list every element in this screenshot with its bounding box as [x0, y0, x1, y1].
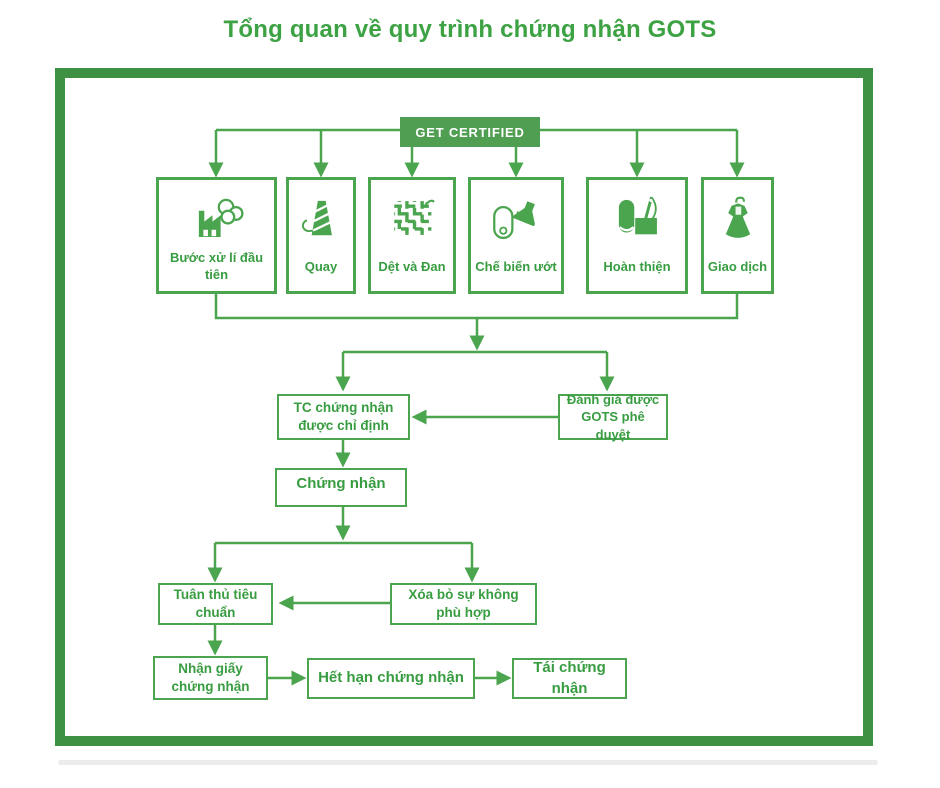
stage-label: Giao dịch — [707, 258, 768, 274]
woven-fabric-icon — [385, 192, 439, 249]
factory-cotton-icon — [188, 192, 246, 249]
node-certificate-expiry: Hết hạn chứng nhận — [307, 658, 475, 699]
stage-label: Hoàn thiện — [603, 258, 671, 274]
node-gots-approved-assessment: Đánh giá được GOTS phê duyệt — [558, 392, 668, 442]
node-recertification: Tái chứng nhận — [512, 658, 627, 699]
yarn-cone-icon — [296, 192, 346, 249]
stage-label: Dệt và Đan — [378, 258, 446, 274]
wet-processing-icon — [487, 192, 545, 249]
garment-hanger-icon — [712, 192, 764, 249]
node-standard-compliance: Tuân thủ tiêu chuẩn — [158, 583, 273, 625]
stage-weaving-knitting: Dệt và Đan — [368, 177, 456, 294]
node-certification: Chứng nhận — [275, 468, 407, 507]
stage-label: Quay — [304, 258, 338, 274]
get-certified-badge: GET CERTIFIED — [400, 117, 540, 147]
finishing-needle-icon — [608, 192, 666, 249]
diagram-frame — [55, 68, 873, 746]
stage-finishing: Hoàn thiện — [586, 177, 688, 294]
node-remove-nonconformity: Xóa bỏ sự không phù hợp — [390, 583, 537, 625]
node-certifier-appointed: TC chứng nhận được chỉ định — [277, 394, 410, 440]
page-title: Tổng quan về quy trình chứng nhận GOTS — [223, 16, 717, 43]
stage-first-processing: Bước xử lí đầu tiên — [156, 177, 277, 294]
stage-label: Chế biến ướt — [475, 258, 557, 274]
stage-wet-processing: Chế biến ướt — [468, 177, 564, 294]
stage-label: Bước xử lí đầu tiên — [169, 250, 264, 282]
stage-spinning: Quay — [286, 177, 356, 294]
bottom-divider — [58, 760, 878, 765]
stage-trading: Giao dịch — [701, 177, 774, 294]
node-receive-certificate: Nhận giấy chứng nhận — [153, 656, 268, 700]
